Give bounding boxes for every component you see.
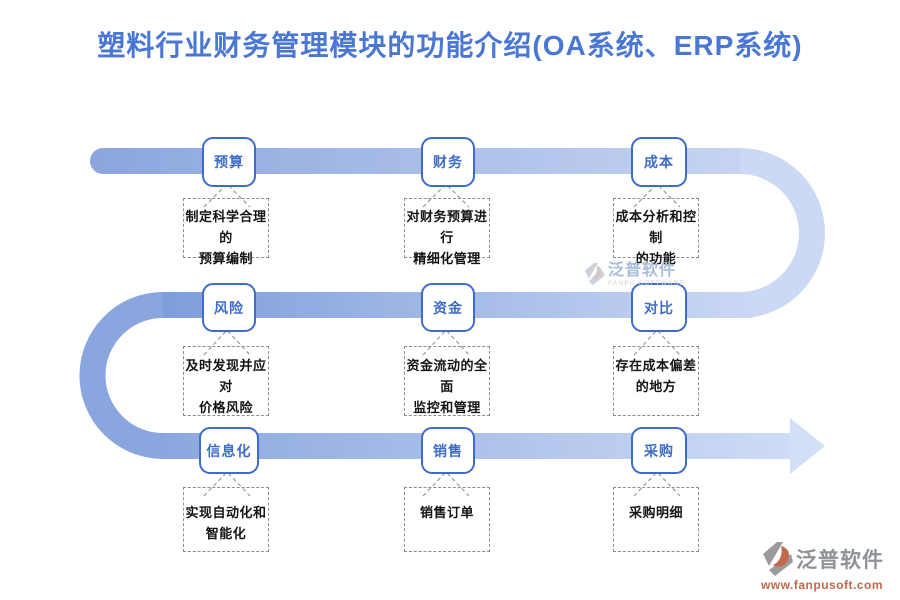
flow-uturn-right [739, 148, 825, 318]
center-watermark: 泛普软件 FANPU SOFTWARE [583, 262, 685, 287]
desc-line: 成本分析和控制 [615, 209, 697, 245]
fanpu-logo-icon [584, 263, 605, 285]
node-sales-label: 销售 [433, 442, 463, 459]
desc-funds: 资金流动的全面 监控和管理 [404, 346, 490, 416]
flow-uturn-left [79, 292, 164, 459]
desc-line: 的功能 [635, 251, 677, 266]
desc-line: 采购明细 [628, 505, 683, 520]
desc-risk: 及时发现并应对 价格风险 [183, 346, 269, 416]
desc-line: 销售订单 [419, 505, 474, 520]
node-cost-label: 成本 [644, 154, 674, 170]
desc-budget: 制定科学合理的 预算编制 [183, 198, 269, 266]
node-compare: 对比 [631, 283, 687, 332]
footer-brand: 泛普软件 www.fanpusoft.com [760, 541, 884, 592]
desc-line: 价格风险 [198, 400, 253, 415]
node-procurement-label: 采购 [644, 442, 674, 459]
node-finance-label: 财务 [433, 154, 463, 170]
desc-line: 制定科学合理的 [185, 209, 267, 245]
desc-finance: 对财务预算进行 精细化管理 [404, 198, 490, 266]
node-risk: 风险 [202, 283, 256, 332]
desc-line: 对财务预算进行 [406, 209, 488, 245]
desc-line: 智能化 [205, 526, 247, 541]
desc-compare: 存在成本偏差 的地方 [613, 346, 699, 416]
desc-line: 监控和管理 [413, 400, 481, 415]
desc-informatization: 实现自动化和 智能化 [183, 487, 269, 552]
node-sales: 销售 [421, 427, 475, 474]
desc-line: 的地方 [635, 379, 677, 394]
desc-line: 存在成本偏差 [615, 358, 697, 373]
desc-procurement: 采购明细 [613, 487, 699, 552]
watermark-brand-subtitle: FANPU SOFTWARE [608, 280, 685, 287]
node-finance: 财务 [421, 137, 475, 187]
node-cost: 成本 [631, 137, 687, 187]
desc-line: 精细化管理 [413, 251, 481, 266]
node-procurement: 采购 [631, 427, 687, 474]
node-compare-label: 对比 [644, 299, 674, 316]
connector-cost [633, 183, 681, 208]
node-informatization-label: 信息化 [206, 442, 252, 459]
desc-line: 预算编制 [198, 251, 253, 266]
watermark-brand-name: 泛普软件 [608, 262, 677, 279]
page-title: 塑料行业财务管理模块的功能介绍(OA系统、ERP系统) [97, 30, 803, 61]
desc-cost: 成本分析和控制 的功能 [613, 198, 699, 266]
node-budget: 预算 [202, 137, 256, 187]
fanpu-logo-icon [763, 542, 793, 576]
connector-finance [422, 183, 470, 208]
node-informatization: 信息化 [199, 427, 259, 474]
footer-brand-url: www.fanpusoft.com [760, 578, 884, 592]
desc-line: 及时发现并应对 [185, 358, 267, 394]
desc-line: 实现自动化和 [185, 505, 267, 520]
node-funds: 资金 [421, 283, 475, 332]
node-risk-label: 风险 [214, 299, 244, 316]
connector-budget [203, 183, 251, 208]
footer-brand-name: 泛普软件 [796, 549, 884, 572]
desc-line: 资金流动的全面 [406, 358, 488, 394]
desc-sales: 销售订单 [404, 487, 490, 552]
node-funds-label: 资金 [433, 299, 463, 316]
flow-arrowhead [790, 418, 825, 474]
node-budget-label: 预算 [214, 154, 244, 170]
